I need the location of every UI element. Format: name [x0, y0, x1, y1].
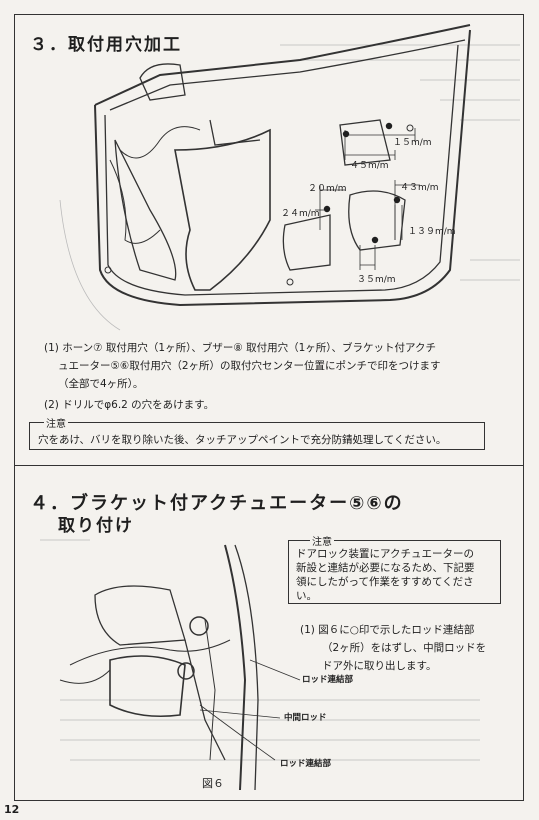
actuator-diagram	[59, 544, 301, 791]
section4-caution-box	[288, 540, 501, 604]
section3-step1-line3: （全部で4ヶ所）。	[58, 378, 144, 390]
dim-20mm: ２０m/m	[308, 184, 347, 194]
dim-139mm: １３９m/m	[408, 227, 456, 237]
label-rod-joint-top: ロッド連結部	[302, 675, 354, 685]
section4-caution-line: い。	[296, 590, 317, 602]
section4-caution-line: 新設と連結が必要になるため、下記要	[296, 562, 475, 574]
section4-heading-line2: 取り付け	[58, 516, 134, 536]
page-frame	[14, 14, 524, 801]
section4-caution-line: 領にしたがって作業をすすめてくださ	[296, 576, 474, 588]
label-rod-joint-bottom: ロッド連結部	[280, 759, 332, 769]
dim-43mm: ４３m/m	[400, 183, 439, 193]
section4-step1-line2: （2ヶ所）をはずし、中間ロッドを	[322, 642, 487, 654]
section3-step1-line1: (1) ホーン⑦ 取付用穴（1ヶ所）、ブザー⑧ 取付用穴（1ヶ所）、ブラケット付…	[44, 342, 437, 354]
section3-caution-box	[29, 422, 485, 450]
dim-35mm: ３５m/m	[357, 275, 396, 285]
section3-heading: ３．取付用穴加工	[30, 35, 182, 55]
section4-step1-line1: (1) 図６に○印で示したロッド連結部	[300, 624, 475, 636]
dim-15mm: １５m/m	[393, 138, 432, 148]
section3-caution-title: 注意	[44, 415, 68, 430]
section4-step1-line3: ドア外に取り出します。	[322, 660, 437, 672]
figure-caption: 図６	[202, 777, 224, 790]
label-middle-rod: 中間ロッド	[284, 713, 327, 723]
section3-step2: (2) ドリルでφ6.2 の穴をあけます。	[44, 399, 215, 411]
dim-45mm: ４５m/m	[350, 161, 389, 171]
section-divider	[14, 465, 524, 466]
section4-caution-title: 注意	[310, 533, 334, 548]
dim-24mm: ２４m/m	[281, 209, 320, 219]
section3-caution-text: 穴をあけ、バリを取り除いた後、タッチアップペイントで充分防錆処理してください。	[38, 434, 447, 446]
page-number: 12	[4, 803, 20, 816]
section4-heading-line1: ４．ブラケット付アクチュエーター⑤⑥の	[30, 493, 404, 514]
section4-caution-line: ドアロック装置にアクチュエーターの	[296, 548, 474, 560]
section3-step1-line2: ュエーター⑤⑥取付用穴（2ヶ所）の取付穴センター位置にポンチで印をつけます	[58, 360, 441, 372]
